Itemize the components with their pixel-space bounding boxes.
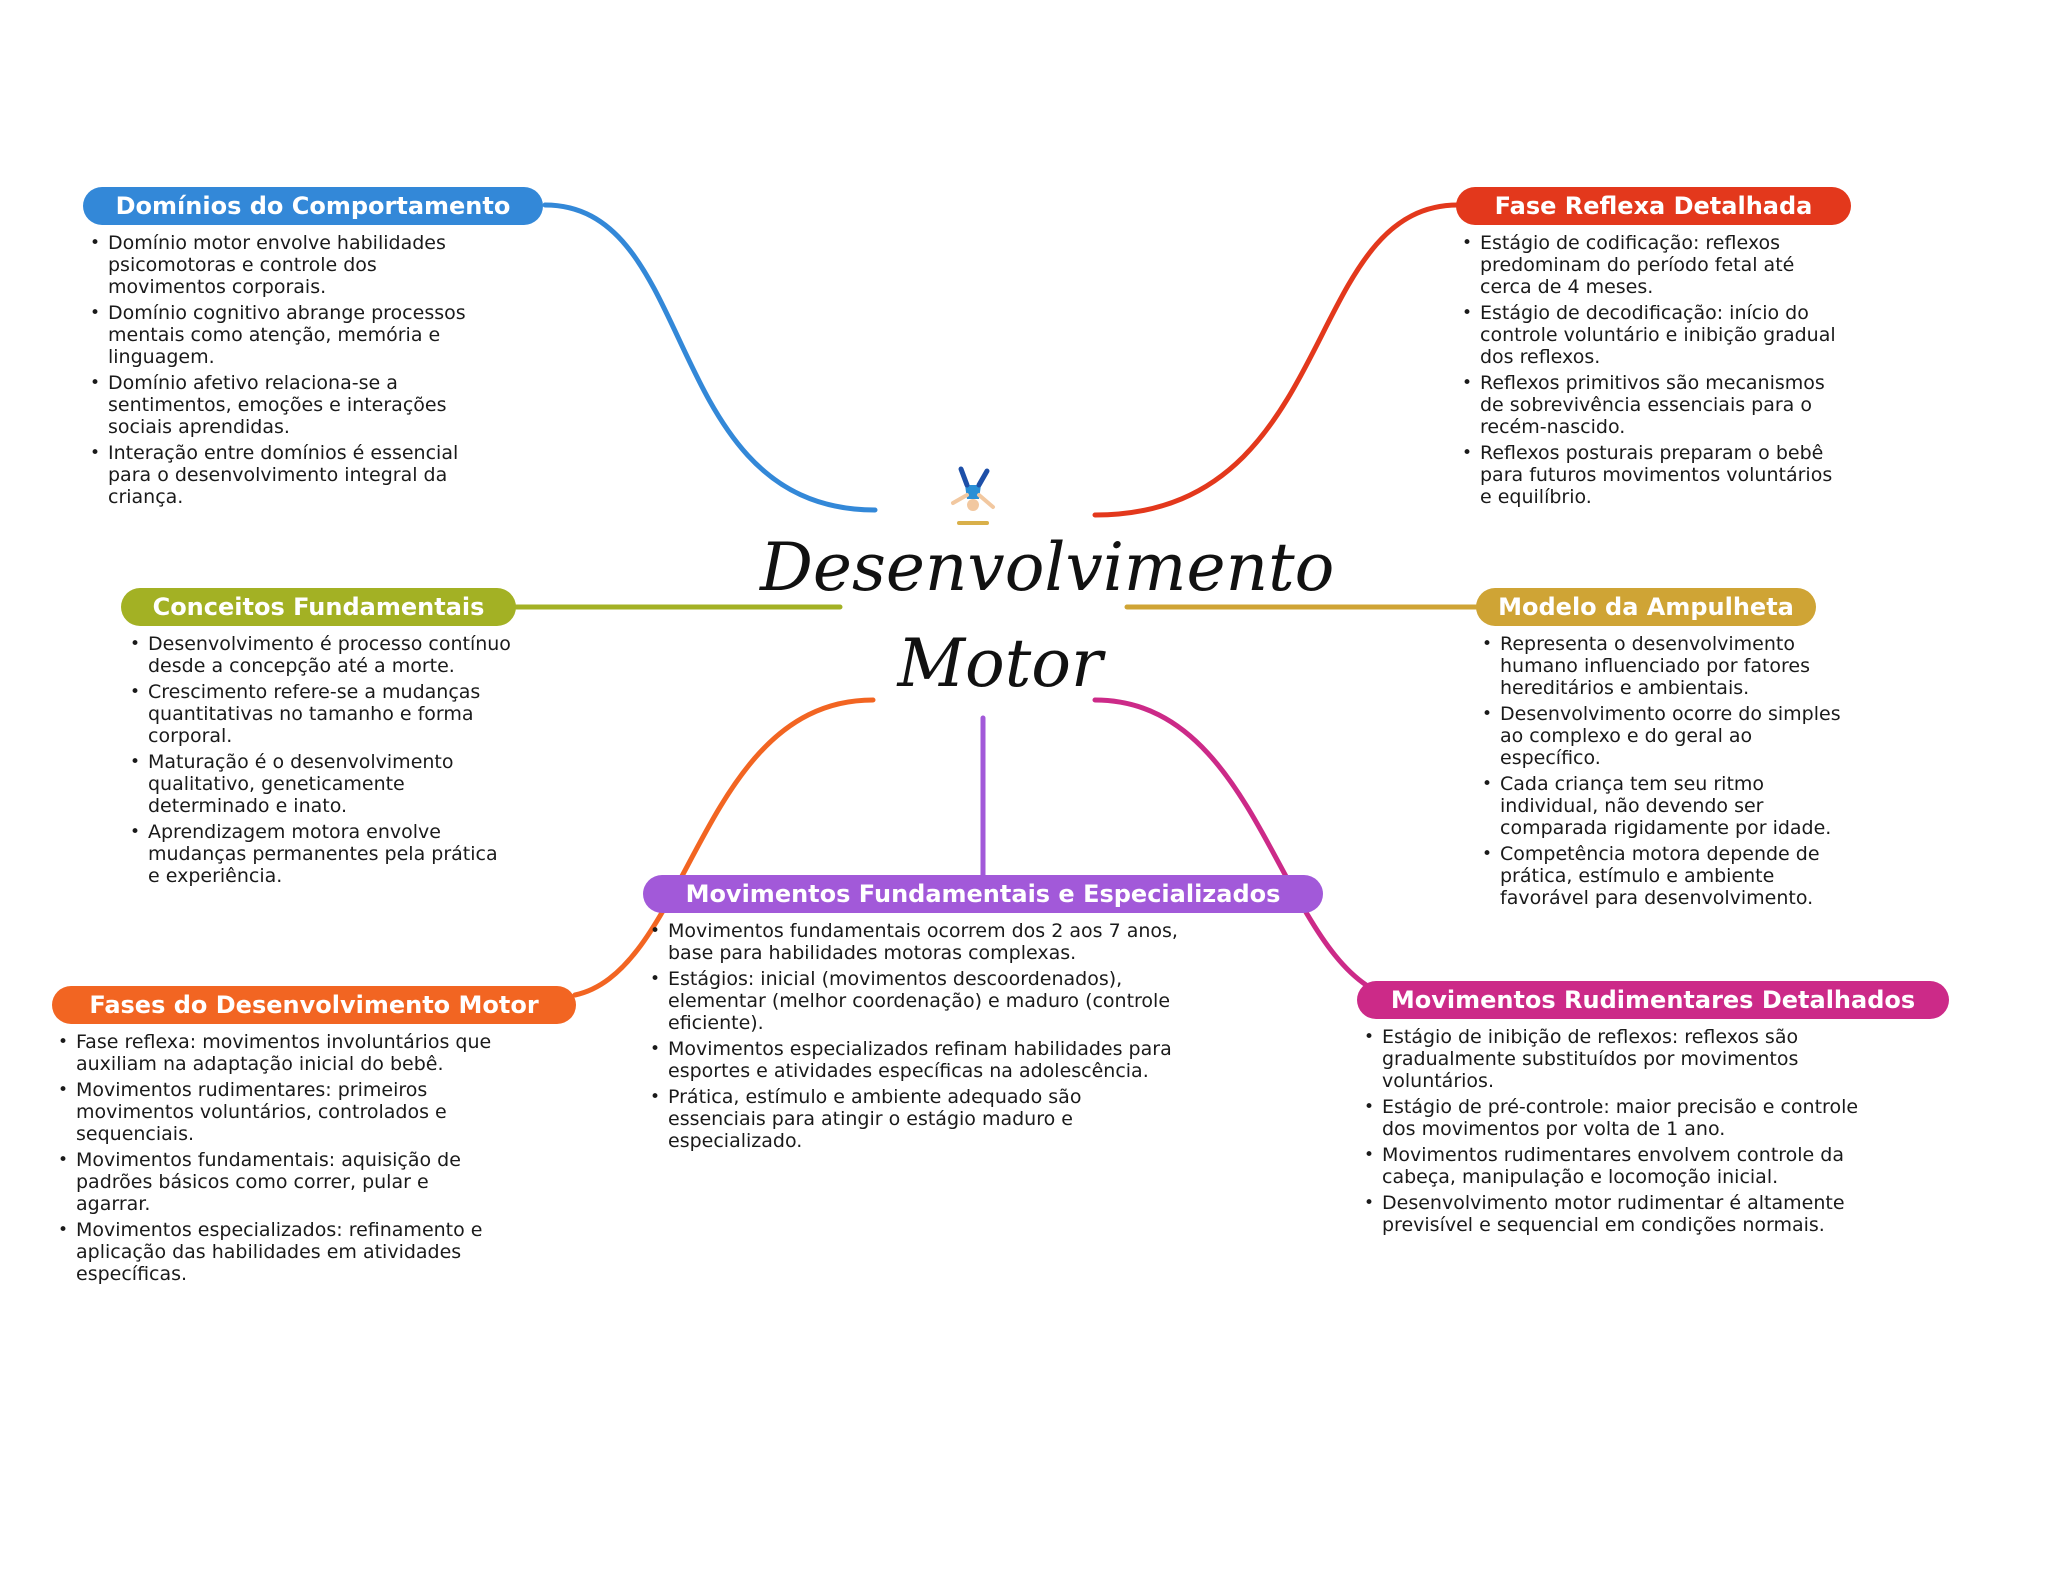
- branch-list-movimentos-fund: Movimentos fundamentais ocorrem dos 2 ao…: [648, 920, 1183, 1156]
- list-item: Desenvolvimento ocorre do simples ao com…: [1480, 703, 1850, 769]
- cartwheel-person-icon: [951, 466, 995, 525]
- list-item: Fase reflexa: movimentos involuntários q…: [56, 1031, 496, 1075]
- list-item: Desenvolvimento motor rudimentar é altam…: [1362, 1192, 1862, 1236]
- list-item: Estágios: inicial (movimentos descoorden…: [648, 968, 1183, 1034]
- connector-dominios: [542, 202, 878, 513]
- central-title-line1: Desenvolvimento: [760, 529, 1335, 606]
- list-item: Desenvolvimento é processo contínuo desd…: [128, 633, 513, 677]
- branch-title-dominios[interactable]: Domínios do Comportamento: [83, 187, 543, 225]
- list-item: Estágio de pré-controle: maior precisão …: [1362, 1096, 1862, 1140]
- central-topic: Desenvolvimento Motor: [760, 520, 1335, 712]
- list-item: Domínio cognitivo abrange processos ment…: [88, 302, 488, 368]
- branch-list-fase-reflexa: Estágio de codificação: reflexos predomi…: [1460, 232, 1840, 512]
- list-item: Representa o desenvolvimento humano infl…: [1480, 633, 1850, 699]
- list-item: Estágio de codificação: reflexos predomi…: [1460, 232, 1840, 298]
- list-item: Movimentos rudimentares: primeiros movim…: [56, 1079, 496, 1145]
- list-item: Interação entre domínios é essencial par…: [88, 442, 488, 508]
- branch-list-conceitos: Desenvolvimento é processo contínuo desd…: [128, 633, 513, 891]
- branch-title-rudimentares[interactable]: Movimentos Rudimentares Detalhados: [1357, 981, 1949, 1019]
- list-item: Competência motora depende de prática, e…: [1480, 843, 1850, 909]
- list-item: Aprendizagem motora envolve mudanças per…: [128, 821, 513, 887]
- list-item: Domínio motor envolve habilidades psicom…: [88, 232, 488, 298]
- list-item: Prática, estímulo e ambiente adequado sã…: [648, 1086, 1183, 1152]
- branch-title-conceitos[interactable]: Conceitos Fundamentais: [121, 588, 516, 626]
- branch-title-ampulheta[interactable]: Modelo da Ampulheta: [1476, 588, 1816, 626]
- list-item: Movimentos especializados: refinamento e…: [56, 1219, 496, 1285]
- branch-list-rudimentares: Estágio de inibição de reflexos: reflexo…: [1362, 1026, 1862, 1240]
- list-item: Crescimento refere-se a mudanças quantit…: [128, 681, 513, 747]
- list-item: Movimentos fundamentais: aquisição de pa…: [56, 1149, 496, 1215]
- connector-fase-reflexa: [1092, 202, 1461, 518]
- central-title-line2: Motor: [897, 625, 1103, 702]
- branch-title-movimentos-fund[interactable]: Movimentos Fundamentais e Especializados: [643, 875, 1323, 913]
- list-item: Estágio de decodificação: início do cont…: [1460, 302, 1840, 368]
- list-item: Estágio de inibição de reflexos: reflexo…: [1362, 1026, 1862, 1092]
- list-item: Movimentos especializados refinam habili…: [648, 1038, 1183, 1082]
- branch-list-dominios: Domínio motor envolve habilidades psicom…: [88, 232, 488, 512]
- branch-list-fases: Fase reflexa: movimentos involuntários q…: [56, 1031, 496, 1289]
- list-item: Domínio afetivo relaciona-se a sentiment…: [88, 372, 488, 438]
- branch-list-ampulheta: Representa o desenvolvimento humano infl…: [1480, 633, 1850, 913]
- list-item: Maturação é o desenvolvimento qualitativ…: [128, 751, 513, 817]
- branch-title-fases[interactable]: Fases do Desenvolvimento Motor: [52, 986, 576, 1024]
- connector-rudimentares: [1092, 697, 1408, 1003]
- list-item: Movimentos fundamentais ocorrem dos 2 ao…: [648, 920, 1183, 964]
- list-item: Reflexos posturais preparam o bebê para …: [1460, 442, 1840, 508]
- list-item: Movimentos rudimentares envolvem control…: [1362, 1144, 1862, 1188]
- list-item: Reflexos primitivos são mecanismos de so…: [1460, 372, 1840, 438]
- branch-title-fase-reflexa[interactable]: Fase Reflexa Detalhada: [1456, 187, 1851, 225]
- connector-fases: [572, 697, 876, 998]
- list-item: Cada criança tem seu ritmo individual, n…: [1480, 773, 1850, 839]
